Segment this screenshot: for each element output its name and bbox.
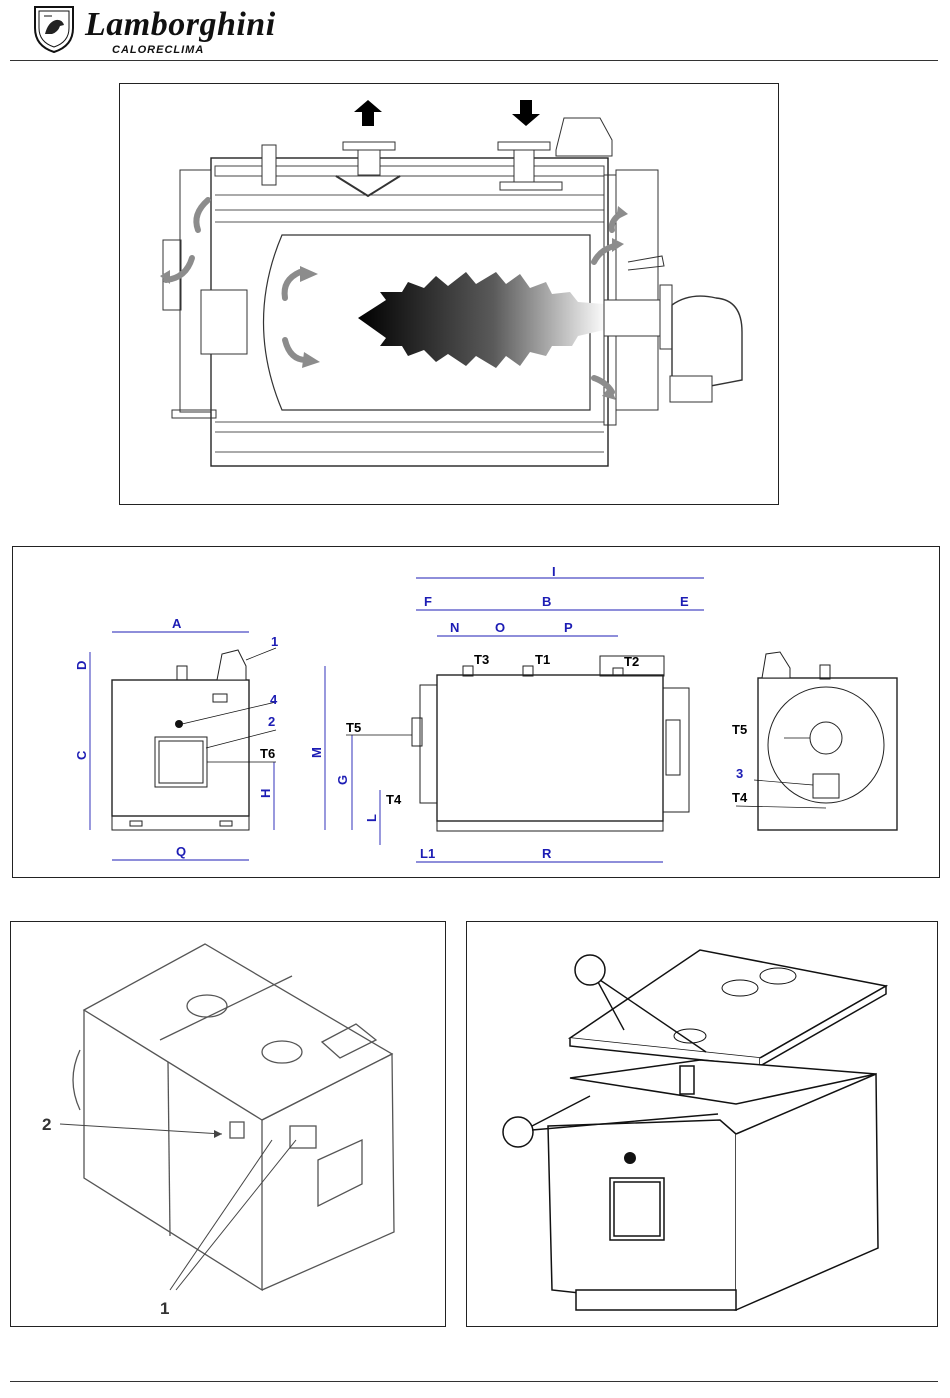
footer-divider: [10, 1381, 938, 1382]
